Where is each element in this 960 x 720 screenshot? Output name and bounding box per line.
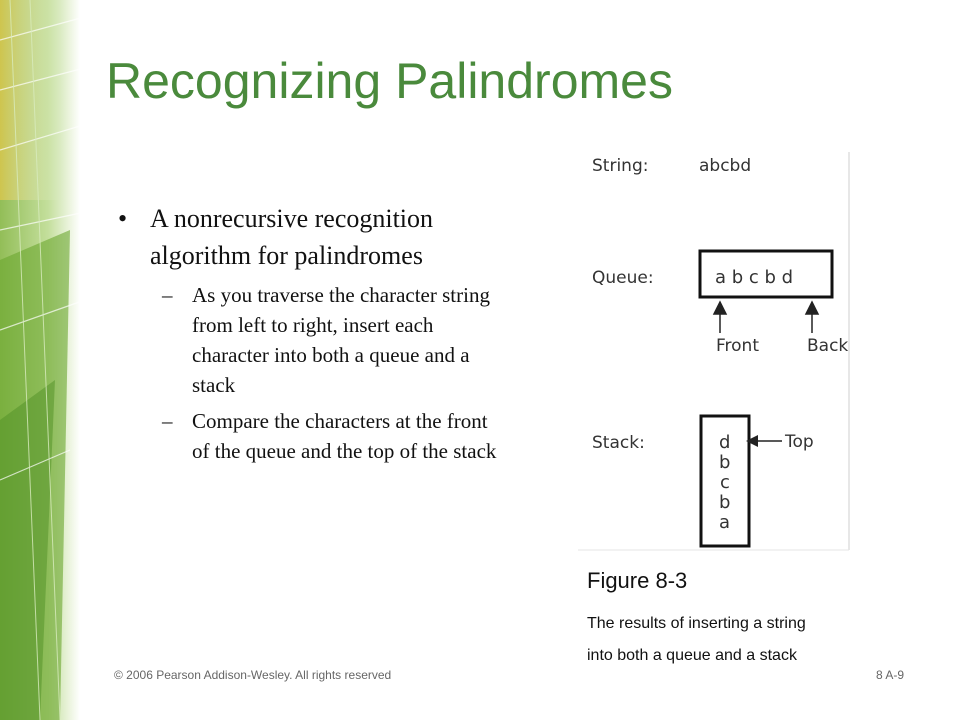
figure-caption: The results of inserting a string into b… bbox=[587, 608, 897, 672]
subbullet-item: – As you traverse the character string f… bbox=[162, 280, 508, 400]
front-label: Front bbox=[716, 336, 759, 356]
stack-item: b bbox=[719, 492, 730, 513]
back-arrowhead-icon bbox=[804, 300, 820, 315]
figure-title: Figure 8-3 bbox=[587, 568, 688, 593]
dash-icon: – bbox=[162, 283, 173, 307]
string-value: abcbd bbox=[699, 156, 751, 176]
back-label: Back bbox=[807, 336, 848, 356]
bullet-list: • A nonrecursive recognition algorithm f… bbox=[118, 200, 508, 466]
front-arrowhead-icon bbox=[712, 300, 728, 315]
top-arrowhead-icon bbox=[746, 435, 758, 447]
caption-line: The results of inserting a string bbox=[587, 615, 806, 632]
subbullet-text: Compare the characters at the front of t… bbox=[192, 409, 497, 463]
stack-item: d bbox=[719, 432, 730, 453]
stack-label: Stack: bbox=[592, 433, 645, 453]
stack-item: b bbox=[719, 452, 730, 473]
queue-label: Queue: bbox=[592, 268, 654, 288]
stack-box bbox=[699, 414, 751, 548]
queue-box bbox=[698, 249, 834, 299]
decorative-left-border bbox=[0, 0, 120, 720]
stack-item: a bbox=[719, 512, 730, 533]
bullet-text: A nonrecursive recognition algorithm for… bbox=[150, 204, 434, 270]
dash-icon: – bbox=[162, 409, 173, 433]
subbullet-text: As you traverse the character string fro… bbox=[192, 283, 490, 397]
subbullet-item: – Compare the characters at the front of… bbox=[162, 406, 508, 466]
bullet-dot-icon: • bbox=[118, 204, 128, 233]
string-label: String: bbox=[592, 156, 648, 176]
stack-item: c bbox=[720, 472, 730, 493]
queue-stack-figure: String: abcbd Queue: a b c b d Front Bac… bbox=[578, 152, 850, 551]
queue-contents: a b c b d bbox=[715, 267, 793, 288]
caption-line: into both a queue and a stack bbox=[587, 647, 797, 664]
top-label: Top bbox=[784, 432, 814, 452]
footer-copyright: © 2006 Pearson Addison-Wesley. All right… bbox=[114, 668, 392, 682]
footer-page-number: 8 A-9 bbox=[876, 668, 905, 682]
bullet-item: • A nonrecursive recognition algorithm f… bbox=[118, 200, 508, 274]
slide-title: Recognizing Palindromes bbox=[106, 53, 673, 109]
